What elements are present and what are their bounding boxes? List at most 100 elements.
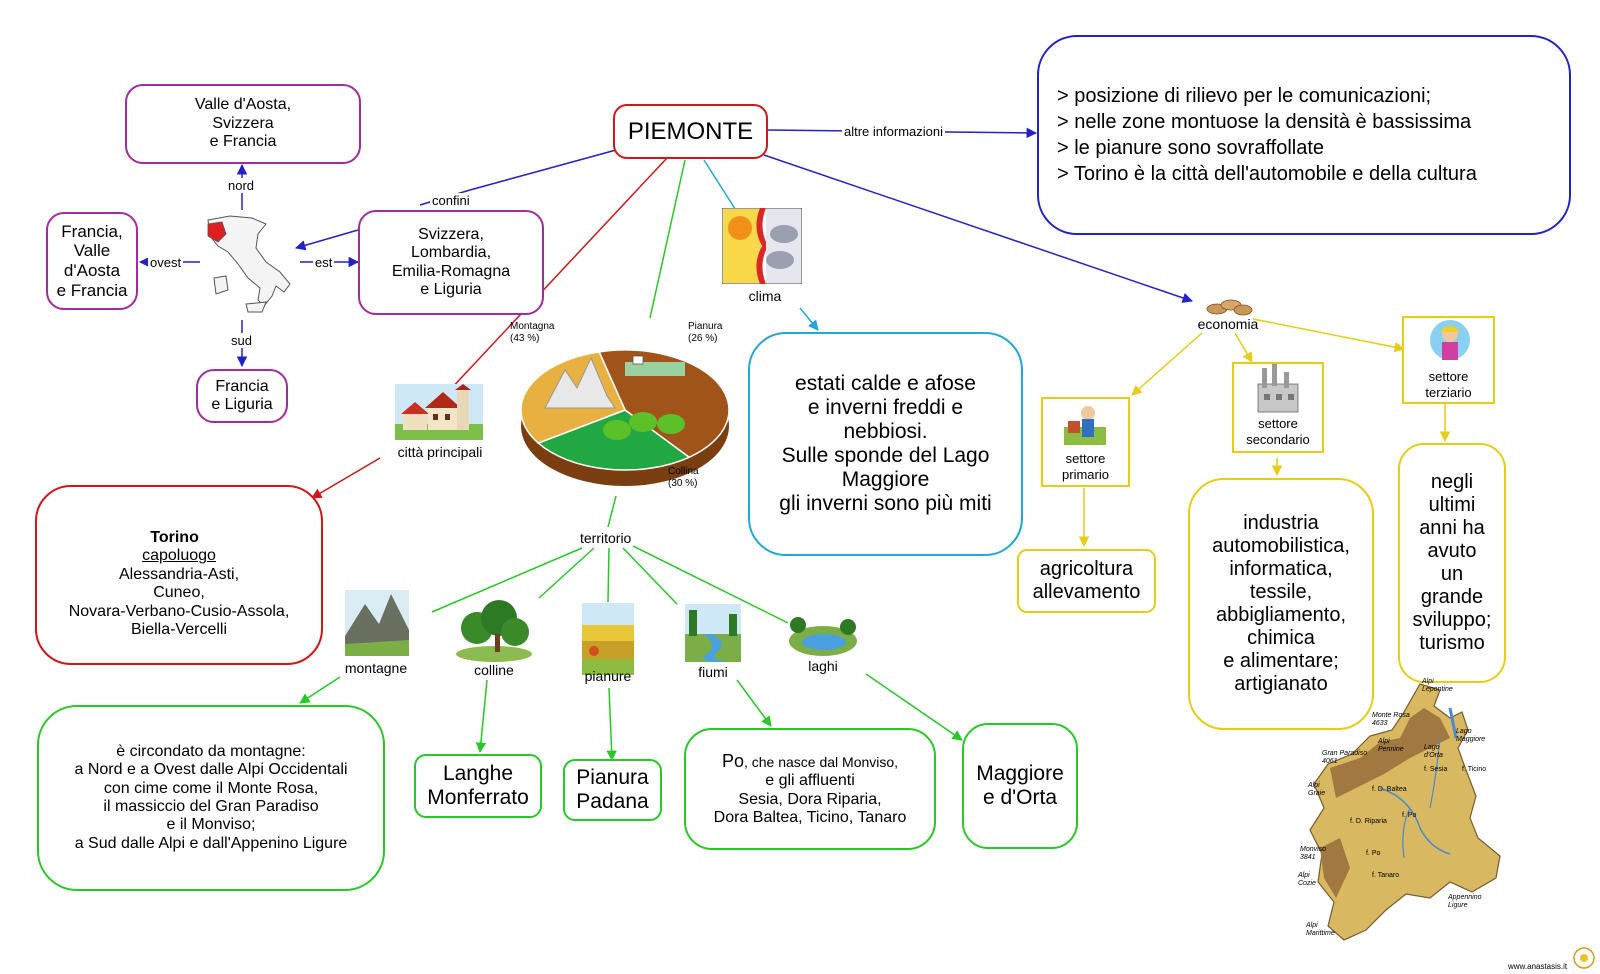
info-line-4: > Torino è la città dell'automobile e de… [1057,163,1477,185]
capital-note: capoluogo [142,547,216,565]
secondary-sector-box[interactable] [1232,362,1324,453]
info-node-altre-informazioni[interactable]: > posizione di rilievo per le comunicazi… [1037,35,1571,235]
link-label-altre-informazioni: altre informazioni [842,124,945,139]
other-cities: Alessandria-Asti, Cuneo, Novara-Verbano-… [68,565,290,638]
hills-detail-node[interactable]: Langhe Monferrato [414,754,542,818]
pie-plain-decoration [625,355,685,376]
secondary-sector-detail[interactable]: industria automobilistica, informatica, … [1188,478,1374,730]
italy-map-icon [207,215,291,313]
link-label-ovest: ovest [148,255,184,270]
mountains-icon [345,590,409,656]
map-label-lepontine: Alpi Lepontine [1422,678,1453,694]
cities-node[interactable]: Torino capoluogo Alessandria-Asti, Cuneo… [35,485,323,665]
cities-label: città principali [397,444,483,460]
primary-sector-label: settore primario [1062,451,1109,482]
territory-label: territorio [578,530,634,546]
map-label-appennino: Appennino Ligure [1448,894,1482,910]
map-label-monviso: Monviso 3841 [1300,846,1327,862]
map-label-ticino: f. Ticino [1462,766,1487,773]
lakes-detail-text: Maggiore e d'Orta [976,761,1064,809]
rivers-po: Po [721,750,744,771]
map-label-marittime: Alpi Marittime [1306,922,1335,938]
territory-item-montagne: montagne [344,660,408,676]
rivers-detail-node[interactable]: Po, che nasce dal Monviso, e gli affluen… [684,728,936,850]
lakes-icon [789,617,857,656]
tertiary-sector-text: negli ultimi anni ha avuto un grande svi… [1412,471,1492,654]
territory-item-fiumi: fiumi [698,664,728,680]
pie-slice-montagna [598,349,730,459]
rivers-first-line: Po, che nasce dal Monviso, [722,751,898,772]
pie-mountain-decoration [544,356,616,409]
map-label-cozie: Alpi Cozie [1298,872,1316,888]
climate-sun-cloud-icon [722,208,802,284]
plains-detail-node[interactable]: Pianura Padana [563,759,662,821]
pie-slice-pianura [536,409,691,471]
factory-icon [1257,364,1299,413]
secondary-sector-text: industria automobilistica, informatica, … [1212,512,1350,695]
map-label-graie: Alpi Graie [1308,782,1326,798]
info-line-1: > posizione di rilievo per le comunicazi… [1057,85,1432,107]
border-node-ovest[interactable]: Francia, Valle d'Aosta e Francia [46,212,138,310]
piemonte-physical-map [1309,683,1501,941]
lakes-detail-node[interactable]: Maggiore e d'Orta [962,723,1078,849]
tertiary-sector-detail[interactable]: negli ultimi anni ha avuto un grande svi… [1398,443,1506,683]
rivers-icon [685,604,741,662]
pie-label-montagna-name: Montagna [510,321,555,332]
territory-item-pianure: pianure [584,668,632,684]
border-est-text: Svizzera, Lombardia, Emilia-Romagna e Li… [391,225,511,298]
link-label-est: est [313,255,335,270]
border-node-est[interactable]: Svizzera, Lombardia, Emilia-Romagna e Li… [358,210,544,315]
climate-node[interactable]: estati calde e afose e inverni freddi e … [748,332,1023,556]
pie-hill-decoration [603,412,685,440]
pie-label-collina: Collina(30 %) [668,466,699,490]
capital-city: Torino [150,529,199,547]
footer-website: www.anastasis.it [1508,962,1568,971]
central-topic-label: PIEMONTE [627,117,754,145]
hills-detail-text: Langhe Monferrato [427,761,529,809]
pie-label-pianura: Pianura(26 %) [688,321,722,345]
border-node-sud[interactable]: Francia e Liguria [196,369,288,423]
rivers-po-note: , che nasce dal Monviso, [743,753,899,770]
map-label-tanaro: f. Tanaro [1372,872,1400,879]
mountains-detail-text: è circondato da montagne: a Nord e a Ove… [74,742,348,852]
pie-label-pianura-name: Pianura [688,321,723,332]
link-label-sud: sud [229,333,254,348]
map-label-baltea: f. D. Baltea [1372,786,1407,793]
primary-sector-text: agricoltura allevamento [1032,558,1141,603]
border-ovest-text: Francia, Valle d'Aosta e Francia [56,221,128,300]
info-line-3: > le pianure sono sovraffollate [1057,137,1325,159]
tertiary-sector-label: settore terziario [1425,369,1472,400]
territory-item-laghi: laghi [808,658,838,674]
pie-label-montagna-value: (43 %) [510,333,540,344]
pie-label-collina-value: (30 %) [668,478,698,489]
mountains-detail-node[interactable]: è circondato da montagne: a Nord e a Ove… [37,705,385,891]
map-label-monte-rosa: Monte Rosa 4633 [1372,712,1410,728]
territory-pie-chart [520,349,730,486]
hills-trees-icon [456,600,532,662]
central-topic-piemonte[interactable]: PIEMONTE [613,104,768,159]
plains-fields-icon [582,603,634,675]
farmer-icon [1064,406,1106,445]
secondary-sector-label: settore secondario [1246,416,1310,447]
link-label-nord: nord [226,178,257,193]
map-label-lago-maggiore: Lago Maggiore [1456,728,1486,744]
primary-sector-detail[interactable]: agricoltura allevamento [1017,549,1156,613]
climate-label: clima [748,288,782,304]
climate-text: estati calde e afose e inverni freddi e … [779,371,992,516]
map-label-gran-paradiso: Gran Paradiso 4061 [1322,750,1368,766]
coins-icon [1206,299,1253,316]
pie-label-montagna: Montagna(43 %) [510,321,554,345]
info-line-2: > nelle zone montuose la densità è bassi… [1057,111,1472,133]
map-label-po-1: f. Po [1402,812,1417,819]
border-nord-text: Valle d'Aosta, Svizzera e Francia [194,96,292,151]
pie-label-pianura-value: (26 %) [688,333,718,344]
territory-item-colline: colline [474,662,514,678]
map-label-pennine: Alpi Pennine [1378,738,1404,754]
map-label-po-2: f. Po [1366,850,1381,857]
supermappe-logo-icon [1573,947,1595,969]
border-sud-text: Francia e Liguria [211,377,273,413]
telephone-operator-icon [1430,320,1470,360]
border-node-nord[interactable]: Valle d'Aosta, Svizzera e Francia [125,84,361,164]
map-label-riparia: f. D. Riparia [1350,818,1387,825]
